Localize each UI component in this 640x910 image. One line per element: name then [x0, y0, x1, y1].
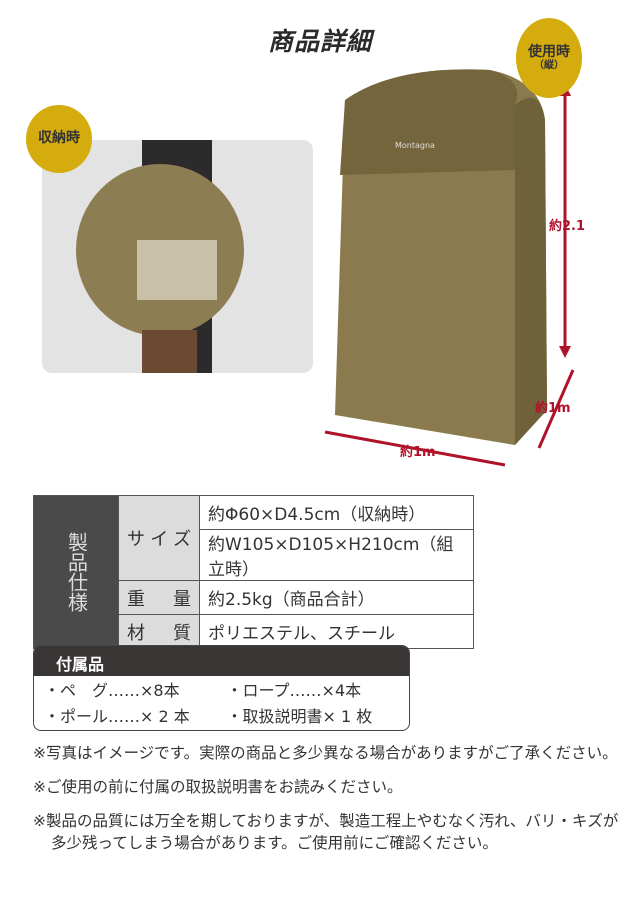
- depth-arrow: [537, 369, 575, 449]
- accessories-title: 付属品: [34, 646, 409, 676]
- notes: ※写真はイメージです。実際の商品と多少異なる場合がありますがご了承ください。 ※…: [33, 742, 623, 866]
- spec-row: 重量約2.5kg（商品合計）: [34, 580, 474, 615]
- spec-label: 重量: [118, 580, 200, 615]
- spec-row: 製品仕様 サイズ 約Φ60×D4.5cm（収納時）: [33, 495, 474, 649]
- width-arrow: [324, 430, 506, 467]
- tent-logo: Montagna: [395, 141, 435, 150]
- in-use-badge-label: 使用時: [528, 43, 570, 60]
- in-use-badge-sub: （縦）: [534, 60, 564, 72]
- note: ※ご使用の前に付属の取扱説明書をお読みください。: [33, 778, 403, 796]
- stored-badge: 収納時: [26, 105, 92, 173]
- width-label: 約1m: [400, 444, 436, 460]
- spec-value: 約Φ60×D4.5cm（収納時）: [199, 495, 474, 530]
- spec-table: 製品仕様 サイズ 約Φ60×D4.5cm（収納時） 約W105×D105×H21…: [33, 495, 474, 649]
- tent-diagram: Montagna 約2.1m 約1m 約1m: [324, 69, 585, 467]
- spec-row: 約W105×D105×H210cm（組立時）: [34, 529, 474, 581]
- accessory-item: ・ロープ……×4本: [226, 681, 362, 700]
- spec-side-label: 製品仕様: [33, 495, 119, 649]
- spec-value: ポリエステル、スチール: [199, 614, 474, 649]
- tent-roof: [340, 69, 518, 175]
- height-label: 約2.1m: [549, 218, 585, 234]
- accessories-box: 付属品 ・ペ グ……×8本 ・ロープ……×4本 ・ポール……× 2 本 ・取扱説明書…: [33, 645, 410, 731]
- stored-tent-image: [76, 140, 244, 373]
- spec-label: サイズ: [118, 495, 200, 581]
- spec-row: 材質ポリエステル、スチール: [34, 614, 474, 649]
- tent-side: [515, 97, 547, 446]
- page-title: 商品詳細: [267, 27, 372, 56]
- in-use-badge: 使用時（縦）: [516, 18, 582, 98]
- stored-badge-label: 収納時: [38, 130, 80, 147]
- accessory-item: ・ポール……× 2 本: [44, 707, 190, 726]
- note: ※写真はイメージです。実際の商品と多少異なる場合がありますがご了承ください。: [33, 744, 618, 762]
- spec-value: 約2.5kg（商品合計）: [199, 580, 474, 615]
- depth-label: 約1m: [535, 400, 571, 416]
- note: ※製品の品質には万全を期しておりますが、製造工程上やむなく汚れ、バリ・キズが多少…: [33, 812, 619, 852]
- accessory-item: ・取扱説明書× 1 枚: [226, 707, 373, 726]
- spec-label: 材質: [118, 614, 200, 649]
- stored-tent-photo: [42, 140, 313, 373]
- spec-value: 約W105×D105×H210cm（組立時）: [199, 529, 474, 581]
- accessory-item: ・ペ グ……×8本: [44, 681, 180, 700]
